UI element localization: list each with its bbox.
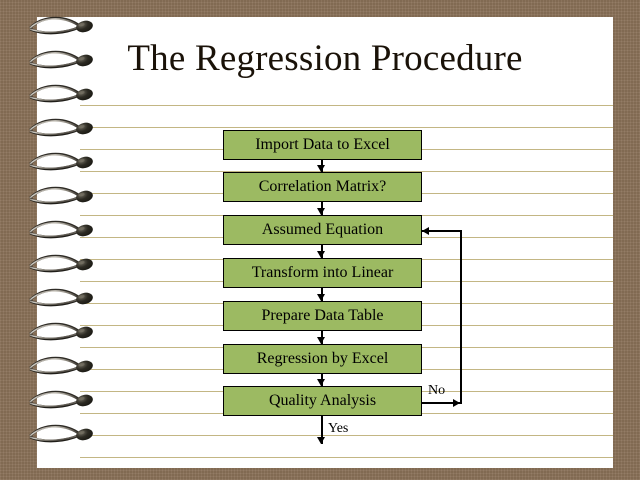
flow-step-label: Transform into Linear (251, 264, 394, 281)
connector-arrow-2-3-icon (317, 208, 325, 215)
connector-arrow-6-7-icon (317, 379, 325, 386)
flow-step-transform-into-linear[interactable]: Transform into Linear (223, 258, 422, 288)
connector-arrow-4-5-icon (317, 294, 325, 301)
connector-arrow-5-6-icon (317, 337, 325, 344)
flow-step-label: Quality Analysis (268, 392, 377, 409)
flow-step-quality-analysis[interactable]: Quality Analysis (223, 386, 422, 416)
branch-label-yes: Yes (328, 421, 349, 436)
connector-no-horizontal-in (422, 230, 461, 232)
connector-arrow-3-4-icon (317, 251, 325, 258)
branch-label-no: No (428, 383, 446, 398)
connector-no-horizontal-out (422, 402, 462, 404)
flow-step-import-data-to-excel[interactable]: Import Data to Excel (223, 130, 422, 160)
flow-step-label: Assumed Equation (261, 221, 384, 238)
flow-step-label: Correlation Matrix? (258, 178, 387, 195)
connector-arrow-yes-icon (317, 437, 325, 444)
flow-step-label: Regression by Excel (256, 350, 389, 367)
flow-step-prepare-data-table[interactable]: Prepare Data Table (223, 301, 422, 331)
flow-step-regression-by-excel[interactable]: Regression by Excel (223, 344, 422, 374)
connector-arrow-no-icon (453, 399, 460, 407)
connector-yes-branch (321, 416, 323, 444)
flow-step-label: Prepare Data Table (261, 307, 384, 324)
flow-step-label: Import Data to Excel (255, 136, 390, 153)
flow-step-correlation-matrix[interactable]: Correlation Matrix? (223, 172, 422, 202)
connector-arrow-1-2-icon (317, 165, 325, 172)
connector-arrow-feedback-icon (422, 227, 429, 235)
connector-no-vertical (460, 230, 462, 403)
page-title: The Regression Procedure (127, 38, 523, 79)
flow-step-assumed-equation[interactable]: Assumed Equation (223, 215, 422, 245)
